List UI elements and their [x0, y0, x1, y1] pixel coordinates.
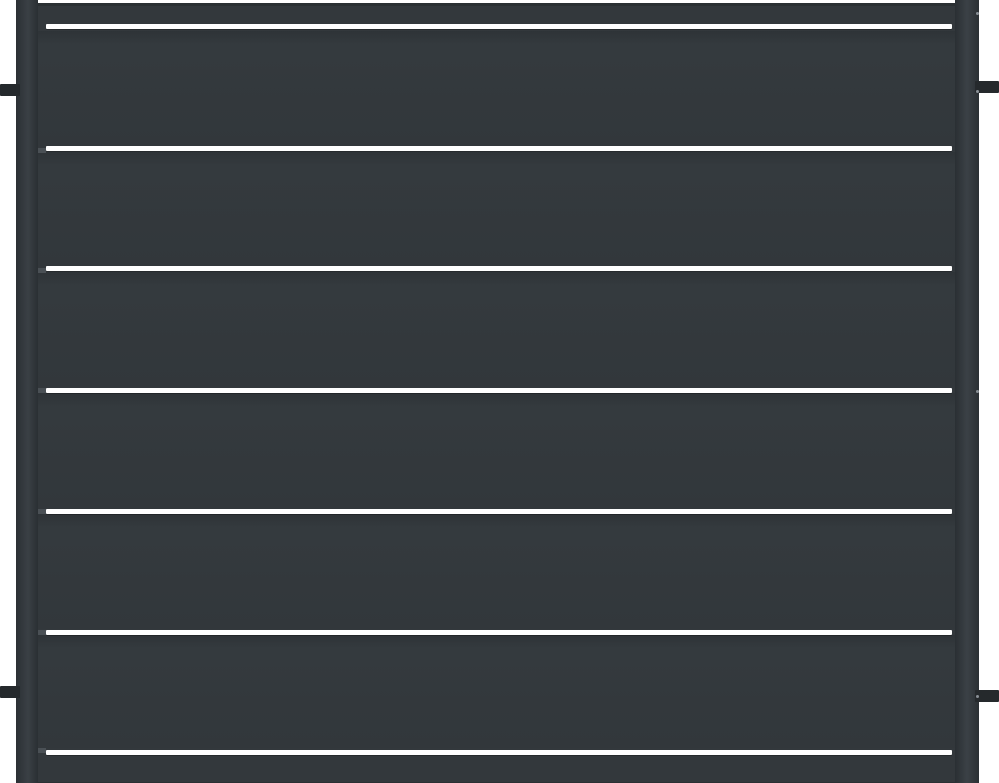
slat-1 [38, 31, 955, 147]
post-screw [976, 90, 979, 93]
gap-end-4 [38, 388, 46, 393]
right-post [955, 0, 979, 783]
slat-gap-6 [46, 630, 952, 635]
gap-end-7 [38, 748, 46, 753]
slat-gap-4 [46, 388, 952, 393]
post-screw [976, 390, 979, 393]
slat-3 [38, 272, 955, 387]
slat-gap-5 [46, 509, 952, 514]
gap-end-3 [38, 268, 46, 273]
slat-6 [38, 635, 955, 748]
gap-end-5 [38, 509, 46, 514]
slat-4 [38, 393, 955, 509]
post-screw [976, 12, 979, 15]
left-top-hinge [0, 84, 20, 96]
right-bottom-hinge [975, 690, 999, 702]
post-screw [976, 695, 979, 698]
gap-end-2 [38, 148, 46, 153]
left-post [16, 0, 38, 783]
left-bottom-hinge [0, 686, 20, 698]
right-top-hinge [975, 81, 999, 93]
slat-5 [38, 514, 955, 629]
slat-gap-2 [46, 146, 952, 151]
slat-gap-7 [46, 750, 952, 755]
slat-gap-1 [46, 24, 952, 29]
slat-2 [38, 152, 955, 267]
gap-end-6 [38, 630, 46, 635]
slat-gap-3 [46, 266, 952, 271]
